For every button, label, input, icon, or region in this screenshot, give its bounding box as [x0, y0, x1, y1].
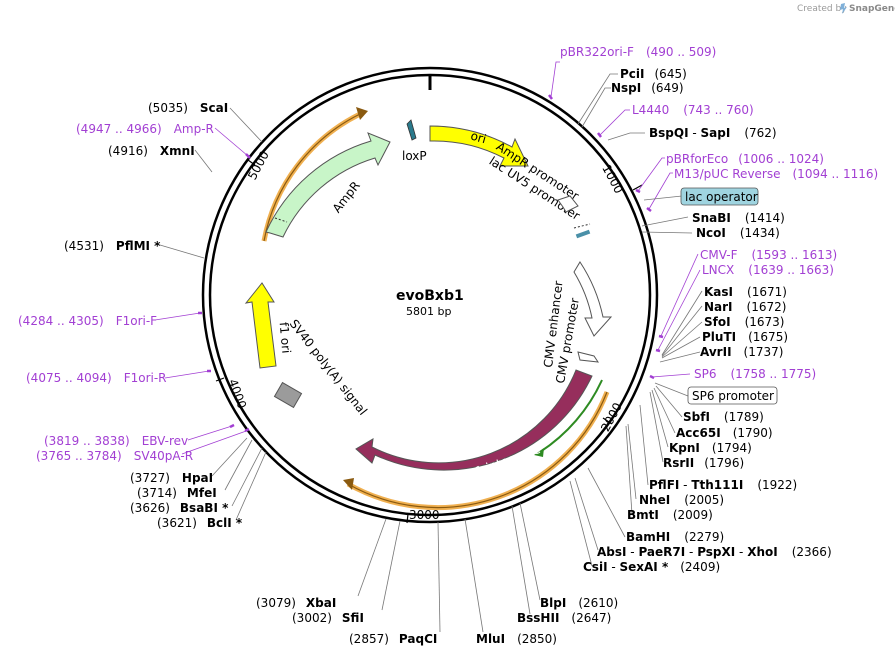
enzyme-pcii: PciI(645)	[620, 67, 687, 81]
lac-operator-mark	[575, 229, 591, 239]
ampr-orf-arc-core	[263, 113, 361, 242]
green-orf-arrowhead	[534, 448, 544, 457]
enzyme-ncoi: NcoI(1434)	[696, 226, 780, 240]
primer-sv40pa-r: (3765 .. 3784)SV40pA-R	[36, 449, 193, 463]
enzyme-pluti: PluTI(1675)	[702, 330, 788, 344]
sp6-promoter-label: SP6 promoter	[692, 389, 774, 403]
enzyme-snabi: SnaBI(1414)	[692, 211, 785, 225]
enzyme-bspqi-sapi: BspQI - SapI(762)	[649, 126, 777, 140]
enzyme-bsshii: BssHII(2647)	[517, 611, 611, 625]
green-orf-arc	[539, 379, 603, 453]
tick-3000: 3000	[409, 508, 440, 522]
plasmid-size: 5801 bp	[406, 305, 451, 318]
enzyme-bamhi: BamHI(2279)	[626, 530, 724, 544]
enzyme-pflmi: (4531)PflMI *	[64, 239, 161, 253]
tick-5000: 5000	[245, 149, 272, 183]
f1-ori-feature	[244, 282, 277, 369]
primer-sp6: SP6(1758 .. 1775)	[694, 367, 816, 381]
tick-1000: 1000	[599, 162, 626, 196]
brand-snapgene: SnapGene	[849, 4, 895, 14]
enzyme-xmni: (4916)XmnI	[108, 144, 195, 158]
snapgene-logo-icon	[840, 3, 847, 14]
enzyme-sfoi: SfoI(1673)	[704, 315, 784, 329]
scale-ticks	[215, 159, 643, 524]
enzyme-kpni: KpnI(1794)	[669, 441, 752, 455]
enzyme-blpi: BlpI(2610)	[540, 596, 618, 610]
bxb1-integrase-feature	[355, 369, 593, 471]
enzyme-sfii: (3002)SfiI	[292, 611, 364, 625]
enzyme-kasi: KasI(1671)	[704, 285, 787, 299]
backbone-outer-ring	[201, 66, 659, 524]
enzyme-nspi: NspI(649)	[611, 81, 684, 95]
ori-label: ori	[469, 129, 488, 147]
ampr-feature	[265, 132, 391, 238]
enzyme-xbai: (3079)XbaI	[256, 596, 336, 610]
enzyme-bsabi: (3626)BsaBI *	[130, 501, 229, 515]
ampr-promoter-arrow-icon	[557, 195, 579, 213]
lac-operator-box	[680, 187, 759, 206]
primer-m13-puc-reverse: M13/pUC Reverse(1094 .. 1116)	[674, 167, 878, 181]
primer-pbrforeco: pBRforEco(1006 .. 1024)	[666, 152, 824, 166]
ampr-orf-arrowhead	[356, 107, 368, 120]
enzyme-pflfi-tth111i: PflFI - Tth111I(1922)	[649, 478, 797, 492]
primer-cmv-f: CMV-F(1593 .. 1613)	[700, 248, 837, 262]
enzyme-avrii: AvrII(1737)	[700, 345, 783, 359]
lac-operator-label: lac operator	[685, 190, 758, 204]
enzyme-bmti: BmtI(2009)	[627, 508, 713, 522]
primer-l4440: L4440(743 .. 760)	[632, 103, 754, 117]
primer-ebv-rev: (3819 .. 3838)EBV-rev	[44, 434, 188, 448]
ori-feature	[429, 125, 529, 167]
sv40-polya-feature	[273, 381, 303, 409]
enzyme-rsrii: RsrII(1796)	[663, 456, 744, 470]
primer-f1ori-r: (4075 .. 4094)F1ori-R	[26, 371, 167, 385]
enzyme-nhei: NheI(2005)	[639, 493, 724, 507]
enzyme-scai: (5035)ScaI	[148, 101, 228, 115]
cmv-enhancer-feature	[573, 261, 613, 337]
tick-4000: 4000	[226, 377, 250, 410]
enzyme-paqci: (2857)PaqCI	[349, 632, 437, 646]
loxp-feature	[406, 119, 417, 141]
primer-pbr322ori-f: pBR322ori-F(490 .. 509)	[560, 45, 716, 59]
enzyme-csii-sexai: CsiI - SexAI *(2409)	[583, 560, 720, 574]
primer-amp-r: (4947 .. 4966)Amp-R	[76, 122, 214, 136]
enzyme-sbfi: SbfI(1789)	[683, 410, 764, 424]
sv40-polya-label: SV40 poly(A) signal	[287, 317, 370, 418]
enzyme-bcli: (3621)BclI *	[157, 516, 243, 530]
cmv-promoter-arrow-icon	[577, 351, 600, 363]
loxp-label: loxP	[402, 149, 427, 163]
enzyme-nari: NarI(1672)	[704, 300, 786, 314]
brand-created-by: Created by	[797, 4, 847, 14]
ampr-label: AmpR	[330, 179, 363, 216]
f1-ori-label: f1 ori	[277, 322, 294, 354]
plasmid-name: evoBxb1	[396, 288, 464, 304]
enzyme-mfei: (3714)MfeI	[137, 486, 217, 500]
lac-uv5-promoter-dash	[573, 223, 591, 229]
primer-f1ori-f: (4284 .. 4305)F1ori-F	[18, 314, 157, 328]
primer-lncx: LNCX(1639 .. 1663)	[702, 263, 834, 277]
enzyme-mlui: MluI(2850)	[476, 632, 557, 646]
bxb1-orf-arc-core	[347, 391, 608, 509]
enzyme-acc65i: Acc65I(1790)	[676, 426, 773, 440]
enzyme-hpai: (3727)HpaI	[130, 471, 213, 485]
enzyme-absi-group: AbsI - PaeR7I - PspXI - XhoI(2366)	[597, 545, 832, 559]
sp6-promoter-box	[687, 386, 778, 405]
bxb1-orf-arrowhead	[343, 478, 354, 490]
leader-lines	[154, 61, 703, 633]
